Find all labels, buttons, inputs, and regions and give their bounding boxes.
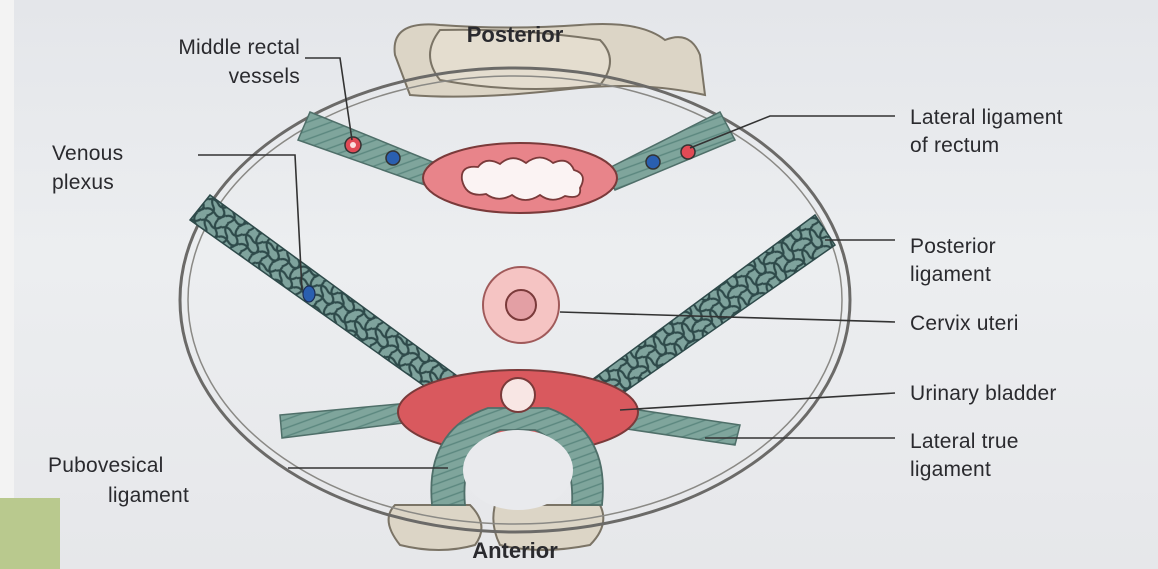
urethra xyxy=(501,378,535,412)
external-os xyxy=(506,290,536,320)
label-lateral-ligament-rectum-2: of rectum xyxy=(910,132,999,159)
label-pubovesical-1: Pubovesical xyxy=(48,452,163,479)
label-venous-2: plexus xyxy=(52,169,114,196)
label-lateral-true-1: Lateral true xyxy=(910,428,1019,455)
pubovesical-gap xyxy=(463,430,573,510)
slide-accent-bar xyxy=(0,498,60,569)
label-posterior-ligament-2: ligament xyxy=(910,261,991,288)
vein-left xyxy=(386,151,400,165)
label-lateral-true-2: ligament xyxy=(910,456,991,483)
artery-left-lumen xyxy=(350,142,356,148)
label-anterior: Anterior xyxy=(440,538,590,564)
vein-right xyxy=(646,155,660,169)
label-pubovesical-2: ligament xyxy=(108,482,189,509)
lateral-ligament-rectum-left xyxy=(298,112,440,185)
label-posterior: Posterior xyxy=(440,22,590,48)
leader-bladder xyxy=(620,393,895,410)
label-cervix-uteri: Cervix uteri xyxy=(910,310,1019,337)
label-lateral-ligament-rectum-1: Lateral ligament xyxy=(910,104,1063,131)
lateral-ligament-rectum-right xyxy=(605,112,735,190)
posterior-ligament-right xyxy=(585,215,835,395)
posterior-ligament-left xyxy=(190,195,460,390)
label-urinary-bladder: Urinary bladder xyxy=(910,380,1057,407)
label-middle-rectal-1: Middle rectal xyxy=(60,34,300,61)
label-middle-rectal-2: vessels xyxy=(60,63,300,90)
page-margin-strip xyxy=(0,0,14,569)
label-posterior-ligament-1: Posterior xyxy=(910,233,996,260)
venous-plexus-vessel xyxy=(303,286,315,302)
label-venous-1: Venous xyxy=(52,140,123,167)
rectal-lumen xyxy=(462,158,583,201)
